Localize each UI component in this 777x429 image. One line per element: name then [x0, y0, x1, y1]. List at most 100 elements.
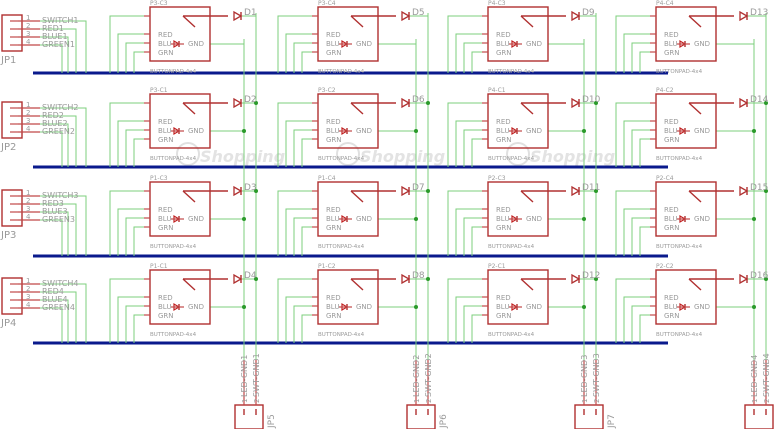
header-label: JP2 — [0, 142, 16, 153]
pin-label-blue: BLU — [326, 40, 339, 48]
pin-label-red: RED — [326, 206, 341, 214]
diode-label: D13 — [750, 8, 768, 18]
header-jp5 — [234, 404, 264, 429]
button-input-wire — [639, 51, 656, 73]
button-value: BUTTONPAD-4x4 — [488, 332, 535, 338]
net-label: RED3 — [42, 199, 64, 208]
button-input-wire — [109, 190, 150, 256]
net-wire — [40, 195, 87, 256]
button-input-wire — [285, 296, 318, 343]
switch-lever — [520, 15, 534, 28]
pin-label-green: GRN — [326, 136, 342, 144]
diode-icon — [401, 185, 411, 197]
button-input-wire — [447, 15, 488, 73]
watermark-text: Shopping — [530, 147, 615, 166]
pin-label-gnd: GND — [188, 303, 204, 311]
pin-label-gnd: GND — [694, 303, 710, 311]
junction-dot — [764, 277, 768, 281]
button-input-wire — [301, 51, 318, 73]
pin-number: 2 — [26, 109, 30, 117]
net-label: LED-GND1 — [240, 355, 249, 397]
junction-dot — [426, 189, 430, 193]
net-label: BLUE2 — [42, 119, 68, 128]
junction-dot — [582, 129, 586, 133]
button-input-wire — [133, 51, 150, 73]
net-label: BLUE3 — [42, 207, 68, 216]
junction-dot — [242, 305, 246, 309]
button-input-wire — [133, 138, 150, 167]
net-wire — [40, 123, 69, 167]
button-ref: P2-C1 — [488, 263, 506, 270]
button-input-wire — [463, 305, 488, 343]
pin-number: 4 — [26, 125, 31, 133]
diode-label: D5 — [412, 8, 425, 18]
switch-lever — [688, 15, 702, 28]
button-value: BUTTONPAD-4x4 — [656, 244, 703, 250]
header-label: JP7 — [607, 414, 617, 429]
diode-icon — [401, 97, 411, 109]
button-ref: P2-C4 — [656, 175, 674, 182]
net-wire — [40, 299, 69, 343]
header-jp3 — [1, 189, 23, 227]
net-wire — [40, 131, 63, 167]
diode-label: D3 — [244, 183, 257, 193]
button-input-wire — [463, 217, 488, 256]
switch-lever — [182, 15, 196, 28]
button-value: BUTTONPAD-4x4 — [656, 156, 703, 162]
switch-lever — [520, 102, 534, 115]
net-label: SWITCH3 — [42, 191, 78, 200]
pin-label-green: GRN — [496, 136, 512, 144]
button-input-wire — [463, 129, 488, 167]
watermark-logo-icon — [506, 142, 530, 166]
button-input-wire — [447, 278, 488, 343]
diode-label: D1 — [244, 8, 257, 18]
header-label: JP1 — [0, 55, 16, 66]
junction-dot — [594, 189, 598, 193]
button-input-wire — [639, 226, 656, 256]
button-input-wire — [109, 15, 150, 73]
net-label: LED-GND4 — [750, 355, 759, 397]
button-ref: P1-C1 — [150, 263, 168, 270]
diode-label: D2 — [244, 95, 257, 105]
header-label: JP5 — [267, 414, 277, 429]
pin-label-gnd: GND — [188, 127, 204, 135]
button-input-wire — [301, 226, 318, 256]
pin-number: 2 — [593, 399, 601, 403]
button-input-wire — [455, 296, 488, 343]
pin-label-blue: BLU — [158, 215, 171, 223]
net-wire — [40, 203, 77, 256]
button-input-wire — [125, 129, 150, 167]
button-ref: P2-C3 — [488, 175, 506, 182]
button-input-wire — [277, 15, 318, 73]
switch-lever — [520, 190, 534, 203]
button-ref: P4-C3 — [488, 0, 506, 7]
button-ref: P4-C4 — [656, 0, 674, 7]
pin-number: 1 — [581, 399, 589, 403]
pin-label-gnd: GND — [694, 215, 710, 223]
button-ref: P4-C2 — [656, 87, 674, 94]
junction-dot — [242, 129, 246, 133]
watermark-text: Shopping — [200, 147, 285, 166]
diode-label: D14 — [750, 95, 769, 105]
junction-dot — [242, 217, 246, 221]
junction-dot — [594, 101, 598, 105]
junction-dot — [414, 305, 418, 309]
diode-label: D12 — [582, 271, 600, 281]
pin-label-red: RED — [664, 294, 679, 302]
button-value: BUTTONPAD-4x4 — [318, 332, 365, 338]
net-label: SWITCH2 — [42, 103, 78, 112]
pin-label-gnd: GND — [188, 215, 204, 223]
pin-number: 1 — [26, 189, 30, 197]
net-wire — [40, 283, 87, 343]
button-input-wire — [109, 278, 150, 343]
diode-label: D6 — [412, 95, 425, 105]
pin-label-red: RED — [158, 118, 173, 126]
pin-label-green: GRN — [326, 224, 342, 232]
button-input-wire — [447, 102, 488, 167]
pin-number: 2 — [26, 285, 30, 293]
pin-label-blue: BLU — [664, 127, 677, 135]
button-value: BUTTONPAD-4x4 — [488, 156, 535, 162]
switch-lever — [350, 190, 364, 203]
diode-icon — [233, 185, 243, 197]
switch-lever — [182, 190, 196, 203]
